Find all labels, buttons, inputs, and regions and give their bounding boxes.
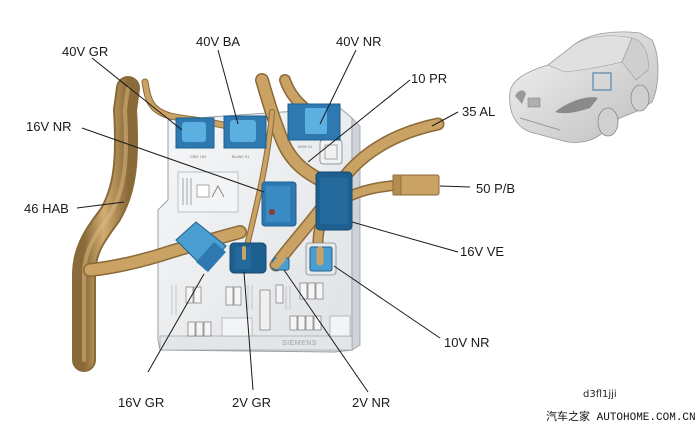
reference-code: d3fl1jji <box>583 389 617 400</box>
vehicle-location-thumbnail <box>509 31 659 143</box>
connector-16v-ve <box>315 171 353 231</box>
watermark: 汽车之家 AUTOHOME.COM.CN <box>546 409 696 424</box>
label-2v-nr: 2V NR <box>352 395 390 410</box>
connector-16v-gr <box>175 221 227 272</box>
svg-text:BLANC 01: BLANC 01 <box>232 155 249 159</box>
fuse-row <box>185 282 324 337</box>
connector-40v-ba: BLANC 01 <box>223 115 267 159</box>
connector-40v-nr: NOIR 01 <box>287 103 341 149</box>
box-brand-label: SIEMENS <box>282 340 317 347</box>
connector-2v-gr <box>229 242 267 274</box>
svg-text:GRIS 16V: GRIS 16V <box>190 155 207 159</box>
label-50-pb: 50 P/B <box>476 181 515 196</box>
svg-text:NOIR 01: NOIR 01 <box>298 145 312 149</box>
label-40v-ba: 40V BA <box>196 34 240 49</box>
connector-16v-nr <box>261 181 297 227</box>
label-16v-nr: 16V NR <box>26 119 72 134</box>
label-40v-gr: 40V GR <box>62 44 108 59</box>
label-46-hab: 46 HAB <box>24 201 69 216</box>
label-16v-ve: 16V VE <box>460 244 504 259</box>
label-40v-nr: 40V NR <box>336 34 382 49</box>
wire-harness <box>72 73 445 372</box>
label-35-al: 35 AL <box>462 104 495 119</box>
label-16v-gr: 16V GR <box>118 395 164 410</box>
connector-40v-gr: GRIS 16V <box>175 117 215 159</box>
label-10-pr: 10 PR <box>411 71 447 86</box>
connectors: GRIS 16V BLANC 01 NOIR 01 <box>175 103 353 276</box>
label-2v-gr: 2V GR <box>232 395 271 410</box>
label-10v-nr: 10V NR <box>444 335 490 350</box>
callout-labels: 40V GR 40V BA 40V NR 10 PR 35 AL 16V NR … <box>24 34 515 410</box>
leader-lines <box>76 49 471 393</box>
location-highlight <box>592 72 612 91</box>
